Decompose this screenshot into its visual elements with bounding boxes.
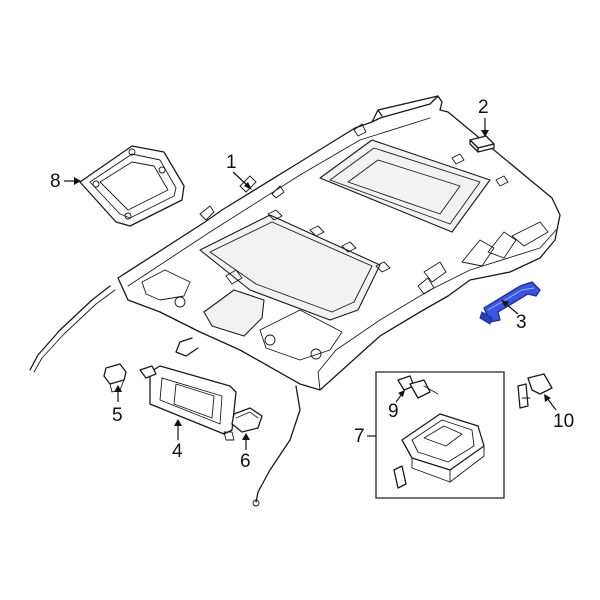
callout-2: 2 (478, 97, 489, 137)
callout-label-7: 7 (354, 426, 365, 447)
callout-label-10: 10 (553, 411, 574, 432)
callout-label-9: 9 (388, 401, 399, 422)
sensor-part[interactable] (517, 373, 553, 409)
callout-label-4: 4 (172, 441, 183, 462)
clip-part[interactable] (469, 135, 495, 153)
callout-label-8: 8 (50, 171, 61, 192)
callout-label-1: 1 (226, 152, 237, 173)
callout-9: 9 (388, 390, 405, 422)
callout-label-6: 6 (240, 451, 251, 472)
callout-label-5: 5 (112, 405, 123, 426)
visor-holder-part[interactable] (231, 407, 263, 433)
callout-label-2: 2 (478, 97, 489, 118)
sunroof-trim-frame[interactable] (79, 145, 185, 227)
callout-6: 6 (240, 433, 251, 472)
callout-7: 7 (354, 426, 376, 447)
callout-4: 4 (172, 419, 183, 462)
callout-10: 10 (544, 394, 574, 432)
callout-8: 8 (50, 171, 81, 192)
dome-lamp-part[interactable] (401, 413, 485, 483)
visor-clip-part[interactable] (103, 363, 127, 393)
callout-1: 1 (226, 152, 252, 190)
lamp-connector-part[interactable] (397, 375, 439, 399)
lamp-bracket-part[interactable] (393, 465, 407, 489)
callout-5: 5 (112, 385, 123, 426)
callout-label-3: 3 (516, 312, 527, 333)
sun-visor-part[interactable] (139, 365, 237, 441)
callout-3: 3 (501, 300, 527, 333)
grab-handle-highlighted[interactable] (479, 281, 541, 325)
headliner-part[interactable] (29, 95, 561, 507)
